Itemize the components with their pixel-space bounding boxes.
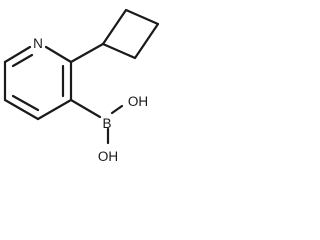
bond-ring-n-c2 (44, 45, 73, 64)
boronic-acid-group (69, 98, 124, 145)
bond-ring-c3-c4 (36, 98, 73, 121)
nitrogen-atom-label: N (33, 36, 43, 51)
bond-ring-c6-n (3, 45, 32, 64)
hydroxyl-lower-label: OH (98, 149, 118, 164)
molecule-structure: N B OH OH (3, 8, 160, 164)
bond-boron-oh-upper (110, 104, 124, 115)
boron-atom-label: B (102, 116, 111, 131)
pyridine-ring (3, 45, 73, 121)
cyclobutyl-group (69, 8, 160, 64)
cyclobutane-ring (101, 8, 160, 60)
bond-ring-c4-c5-inner (11, 94, 40, 112)
hydroxyl-upper-label: OH (128, 94, 148, 109)
bond-c3-boron (69, 98, 102, 119)
bond-ring-c6-n-inner (11, 53, 34, 68)
bond-ring-c4-c5 (3, 98, 40, 121)
bond-c2-cyclobutyl (69, 42, 105, 64)
